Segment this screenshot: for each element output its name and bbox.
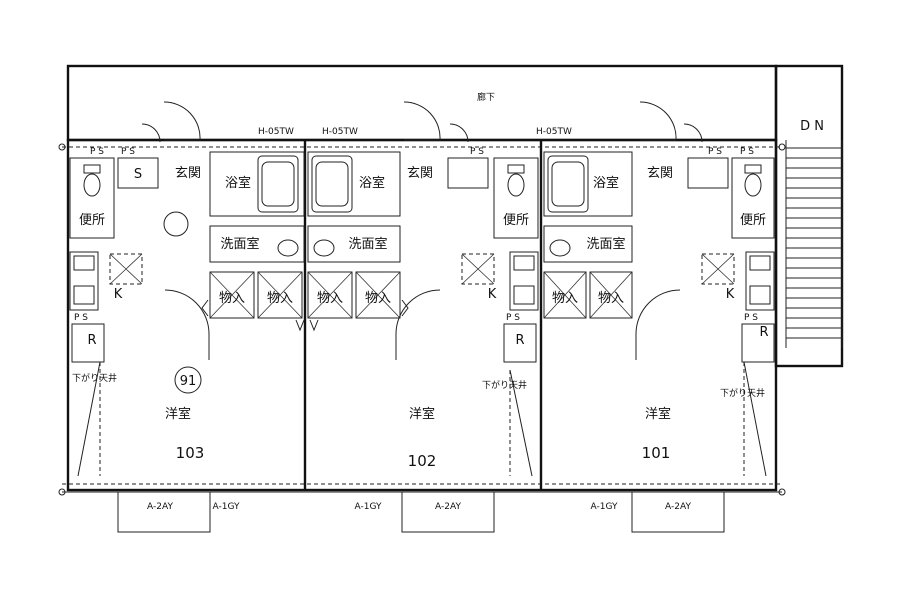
bath-label-103: 浴室 [225, 175, 251, 191]
closet-label-102b: 物入 [365, 291, 391, 306]
window-a2ay-103: A-2AY [147, 502, 173, 512]
window-a1gy-103: A-1GY [213, 502, 240, 512]
western-room-label-103: 洋室 [165, 406, 191, 422]
building-outline [58, 138, 786, 496]
entrance-label-103: 玄関 [175, 166, 201, 181]
window-h05tw-102: H-05TW [322, 127, 358, 137]
ps-label-103b: P S [121, 147, 135, 157]
fridge-label-101: R [759, 325, 768, 340]
unit-103: 便所 P S S P S 玄関 浴室 H-05TW 洗面室 物入 物入 K [69, 101, 305, 533]
toilet-label-103: 便所 [79, 213, 105, 228]
closet-label-101b: 物入 [598, 291, 624, 306]
closet-label-101a: 物入 [552, 291, 578, 306]
kitchen-label-102: K [488, 287, 497, 302]
washroom-label-101: 洗面室 [586, 236, 625, 252]
window-h05tw-103: H-05TW [258, 127, 294, 137]
toilet-label-101: 便所 [740, 213, 766, 228]
unit-number-103: 103 [176, 444, 205, 462]
ps-label-101a: P S [708, 147, 722, 157]
western-room-label-101: 洋室 [645, 406, 671, 422]
ps-label-102a: P S [470, 147, 484, 157]
shoe-box-label-103: S [134, 167, 142, 182]
unit-number-101: 101 [642, 444, 671, 462]
ps-label-102b: P S [506, 313, 520, 323]
fridge-label-103: R [87, 333, 96, 348]
washroom-label-102: 洗面室 [348, 236, 387, 252]
window-a1gy-101: A-1GY [591, 502, 618, 512]
stairs-down-label: D N [800, 119, 824, 134]
lowered-ceiling-label-102: 下がり天井 [482, 379, 527, 391]
window-a2ay-101: A-2AY [665, 502, 691, 512]
closet-label-103a: 物入 [219, 291, 245, 306]
stairs: D N [774, 64, 844, 368]
bath-label-102: 浴室 [359, 175, 385, 191]
lowered-ceiling-label-103: 下がり天井 [72, 372, 117, 384]
closet-label-103b: 物入 [267, 291, 293, 306]
window-a2ay-102: A-2AY [435, 502, 461, 512]
western-room-label-102: 洋室 [409, 406, 435, 422]
unit-102: 浴室 H-05TW 玄関 P S 便所 洗面室 物入 物入 K R P S [307, 101, 539, 533]
unit-number-102: 102 [408, 452, 437, 470]
ps-label-101b: P S [740, 147, 754, 157]
lowered-ceiling-label-101: 下がり天井 [720, 387, 765, 399]
entrance-label-102: 玄関 [407, 166, 433, 181]
circled-number-103: 91 [180, 374, 197, 389]
washroom-label-103: 洗面室 [220, 236, 259, 252]
fridge-label-102: R [515, 333, 524, 348]
window-a1gy-102: A-1GY [355, 502, 382, 512]
bath-label-101: 浴室 [593, 175, 619, 191]
ps-label-103c: P S [74, 313, 88, 323]
ps-label-101c: P S [744, 313, 758, 323]
unit-101: 浴室 H-05TW 玄関 P S 便所 P S 洗面室 物入 物入 K R P … [536, 101, 775, 533]
kitchen-label-101: K [726, 287, 735, 302]
closet-label-102a: 物入 [317, 291, 343, 306]
ps-label-103a: P S [90, 147, 104, 157]
kitchen-label-103: K [114, 287, 123, 302]
entrance-label-101: 玄関 [647, 166, 673, 181]
window-h05tw-101: H-05TW [536, 127, 572, 137]
toilet-label-102: 便所 [503, 213, 529, 228]
corridor-label: 廊下 [477, 91, 495, 103]
